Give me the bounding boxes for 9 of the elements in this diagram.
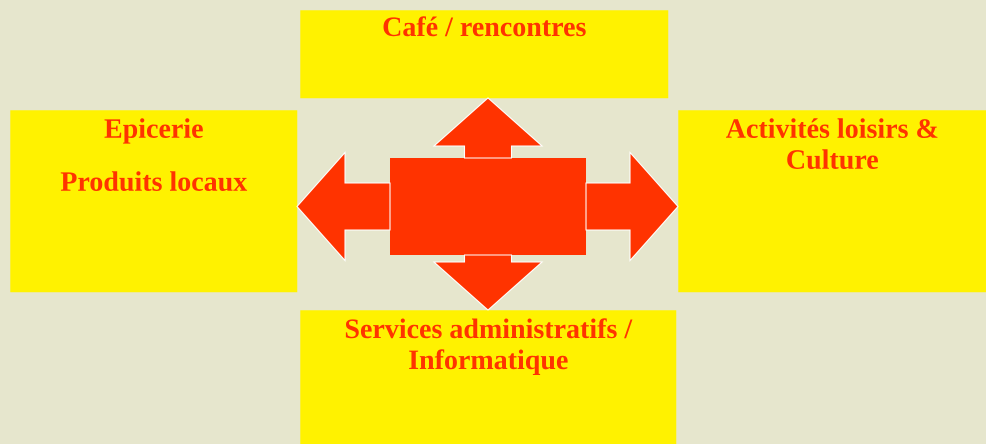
text-box: Epicerie Produits locaux [10, 110, 298, 292]
arrow [432, 97, 544, 159]
center-block [390, 158, 586, 255]
text-box: Café / rencontres [300, 10, 668, 98]
text-box: Services administratifs / Informatique [300, 310, 676, 444]
arrow [296, 151, 391, 262]
arrow [432, 254, 544, 311]
arrow [585, 151, 679, 262]
text-box: Activités loisirs & Culture [678, 110, 986, 292]
